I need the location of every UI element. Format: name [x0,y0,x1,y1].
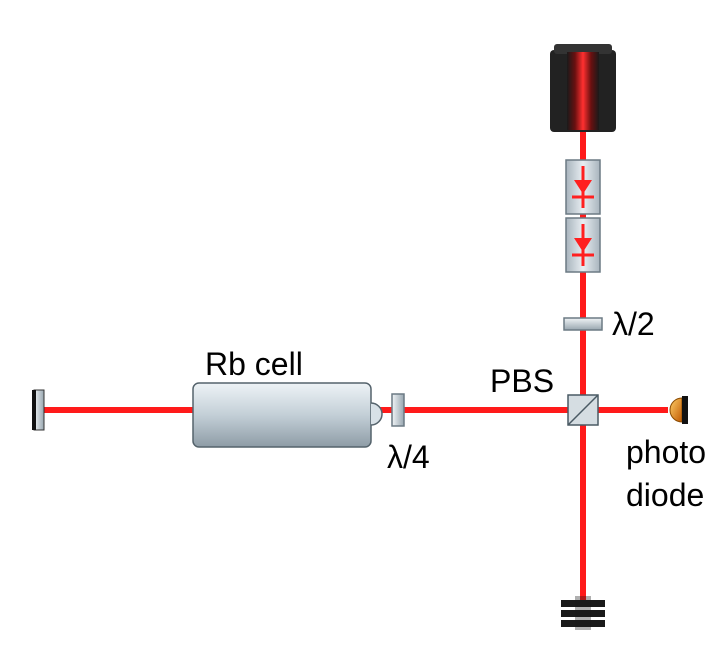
rb-vapor-cell [192,382,383,448]
photodiode-label-line2: diode [626,477,704,513]
beam-dump-icon [561,596,605,630]
mirror-icon [32,389,45,431]
rb-cell-label: Rb cell [205,346,303,382]
photodiode-label-line1: photo [626,434,706,470]
laser-source-icon [550,44,616,132]
pbs-label: PBS [490,363,554,399]
quarter-wave-label: λ/4 [387,439,430,475]
optical-isolator-icon [565,159,601,273]
half-wave-label: λ/2 [612,306,655,342]
half-wave-plate [563,317,603,331]
quarter-wave-plate [391,393,405,427]
polarizing-beam-splitter [567,394,599,426]
photodiode-icon [669,396,688,424]
